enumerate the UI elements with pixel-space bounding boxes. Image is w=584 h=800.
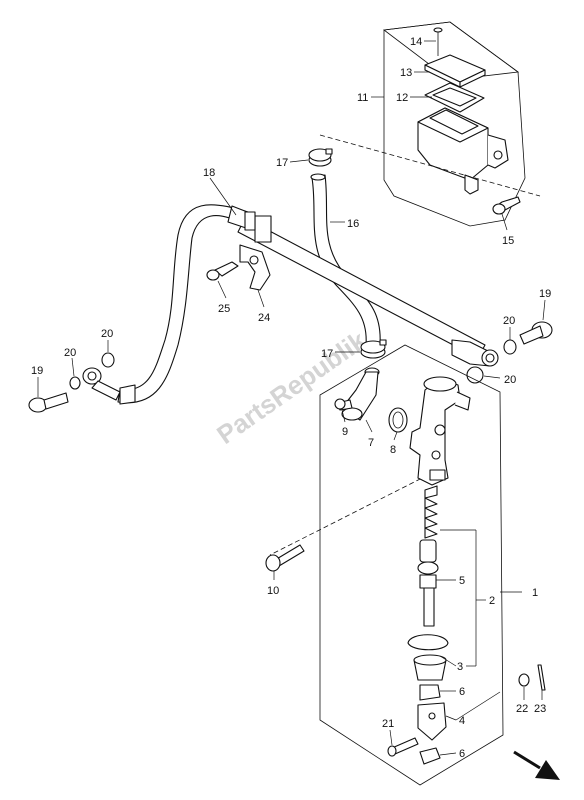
callout-9: 9	[342, 426, 348, 438]
reservoir-screw	[492, 196, 521, 215]
banjo-left	[82, 367, 121, 401]
callout-12: 12	[396, 92, 408, 104]
hose-clamp-upper	[308, 148, 333, 167]
callout-20-b: 20	[64, 347, 76, 359]
reservoir-body	[417, 107, 509, 195]
leader-lines	[37, 40, 546, 756]
reservoir-cap	[424, 54, 486, 88]
washer-right-1	[503, 339, 517, 355]
clevis-pin	[387, 737, 419, 757]
callout-10: 10	[267, 585, 279, 597]
mounting-bolt	[265, 544, 305, 572]
callout-19-right: 19	[539, 288, 551, 300]
callout-16: 16	[347, 218, 359, 230]
hose-clamp-lower	[360, 339, 387, 359]
callout-22: 22	[516, 703, 528, 715]
callout-17-upper: 17	[276, 157, 288, 169]
callout-6-lower: 6	[459, 748, 465, 760]
hose-connector	[341, 367, 380, 421]
hose-holder	[244, 211, 272, 243]
circlip	[407, 634, 449, 651]
piston-assembly	[417, 539, 439, 627]
callout-7: 7	[368, 437, 374, 449]
diaphragm	[424, 82, 485, 113]
callout-15: 15	[502, 235, 514, 247]
o-ring	[388, 407, 408, 433]
callout-21: 21	[382, 718, 394, 730]
callout-19-left: 19	[31, 365, 43, 377]
callout-1: 1	[532, 587, 538, 599]
connector-screw	[334, 398, 353, 411]
callout-4: 4	[459, 715, 465, 727]
washer-right-2	[466, 366, 484, 384]
pipe-clamp	[239, 244, 271, 291]
callout-25: 25	[218, 303, 230, 315]
callout-14: 14	[410, 36, 422, 48]
callout-17-lower: 17	[321, 348, 333, 360]
callout-3: 3	[457, 661, 463, 673]
lock-nut-upper	[419, 684, 441, 701]
cotter-pin	[537, 664, 546, 691]
washer-left-1	[69, 376, 81, 390]
callout-5: 5	[459, 575, 465, 587]
union-bolt-left	[28, 392, 69, 413]
return-spring	[424, 485, 438, 539]
master-cylinder-group	[319, 344, 504, 786]
clevis	[417, 702, 447, 741]
clamp-bolt	[206, 261, 239, 281]
guide-line	[319, 134, 541, 197]
master-cylinder-body	[409, 376, 471, 486]
washer-pin	[518, 673, 530, 687]
callout-20-c: 20	[503, 315, 515, 327]
callout-8: 8	[390, 444, 396, 456]
cap-screw	[433, 27, 443, 56]
callout-20-a: 20	[101, 328, 113, 340]
front-arrow-icon	[513, 750, 560, 780]
callout-6-upper: 6	[459, 686, 465, 698]
brake-pipe	[237, 217, 499, 367]
brake-hose	[117, 204, 256, 405]
union-bolt-right	[519, 321, 553, 345]
callout-13: 13	[400, 67, 412, 79]
dust-boot	[413, 654, 447, 681]
callout-23: 23	[534, 703, 546, 715]
callout-11: 11	[357, 92, 368, 104]
callout-labels: 14 13 12 11 15 17 16 18 25 24 20 20 19 1…	[31, 36, 551, 760]
callout-18: 18	[203, 167, 215, 179]
callout-24: 24	[258, 312, 270, 324]
guide-line	[269, 474, 429, 556]
callout-20-d: 20	[504, 374, 516, 386]
callout-2: 2	[489, 595, 495, 607]
reservoir-group	[382, 21, 526, 227]
washer-left-2	[101, 352, 115, 368]
lock-nut-lower	[419, 747, 441, 765]
